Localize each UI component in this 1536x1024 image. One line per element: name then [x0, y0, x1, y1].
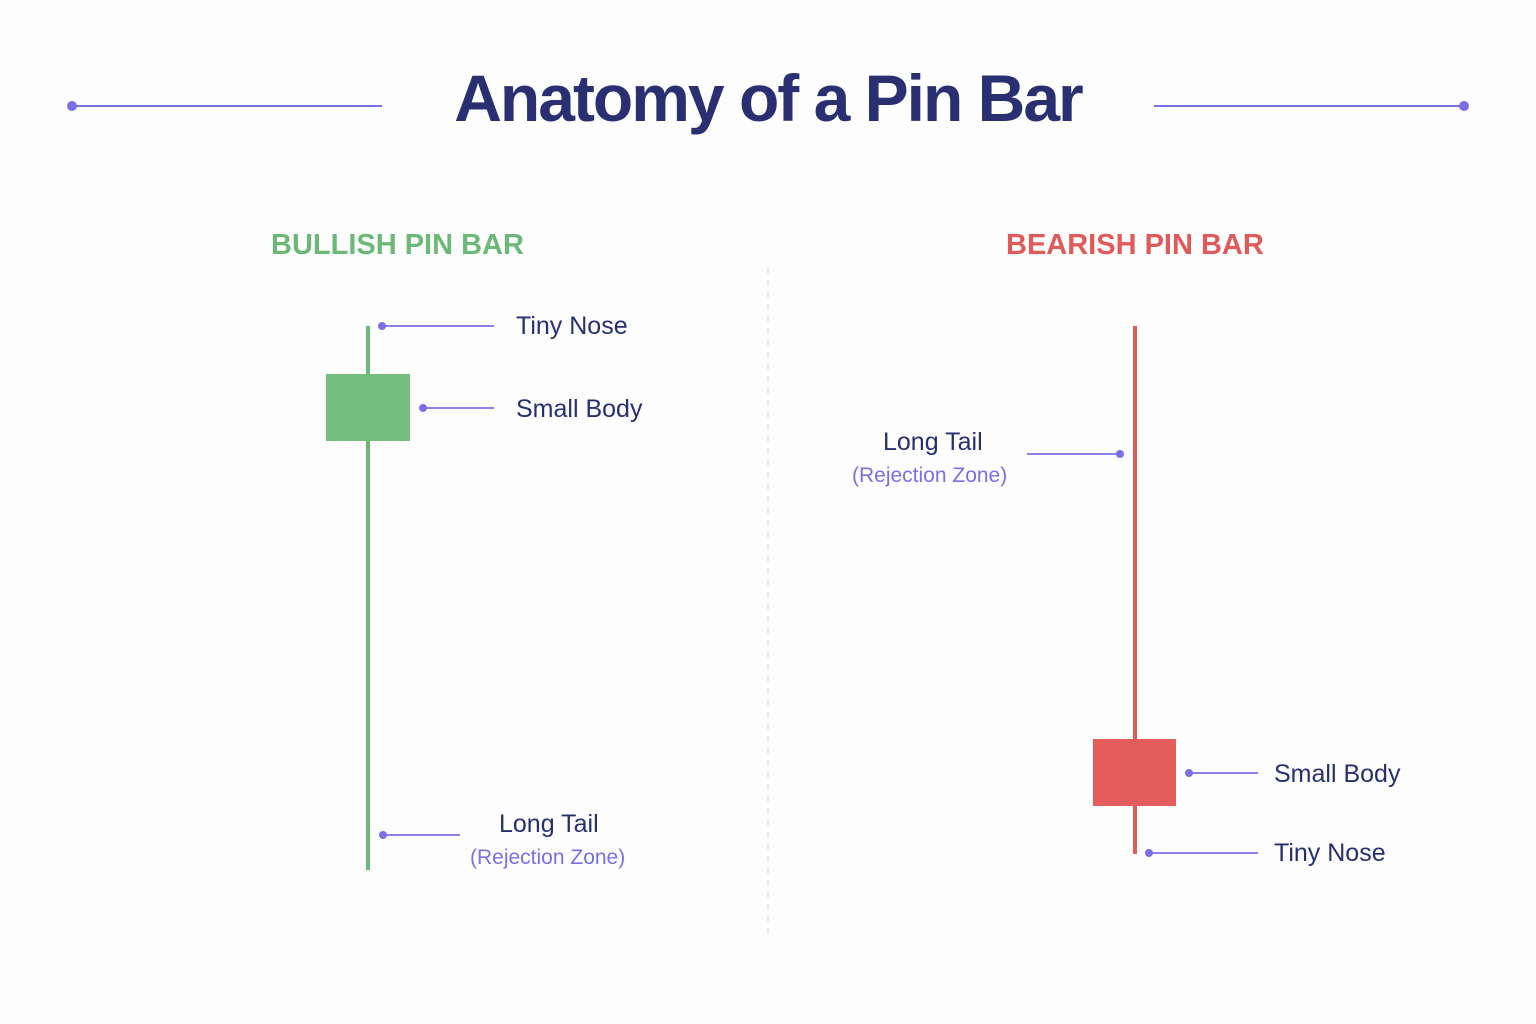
- title-rule-left-dot: [67, 101, 77, 111]
- bearish-rejection-zone-label: (Rejection Zone): [852, 464, 1008, 487]
- bullish-tiny-nose-label: Tiny Nose: [516, 312, 628, 340]
- title-rule-right-dot: [1459, 101, 1469, 111]
- bearish-heading: BEARISH PIN BAR: [1006, 229, 1264, 261]
- bullish-body: [326, 374, 410, 441]
- bearish-small-body-label: Small Body: [1274, 760, 1401, 788]
- bullish-heading: BULLISH PIN BAR: [271, 229, 524, 261]
- bearish-tiny-nose-label: Tiny Nose: [1274, 839, 1386, 867]
- bullish-long-tail-label: Long Tail: [499, 810, 599, 838]
- bearish-long-tail-label: Long Tail: [883, 428, 983, 456]
- bearish-body: [1093, 739, 1176, 806]
- bullish-rejection-zone-label: (Rejection Zone): [470, 846, 626, 869]
- page-title: Anatomy of a Pin Bar: [454, 61, 1083, 135]
- bullish-small-body-label: Small Body: [516, 395, 643, 423]
